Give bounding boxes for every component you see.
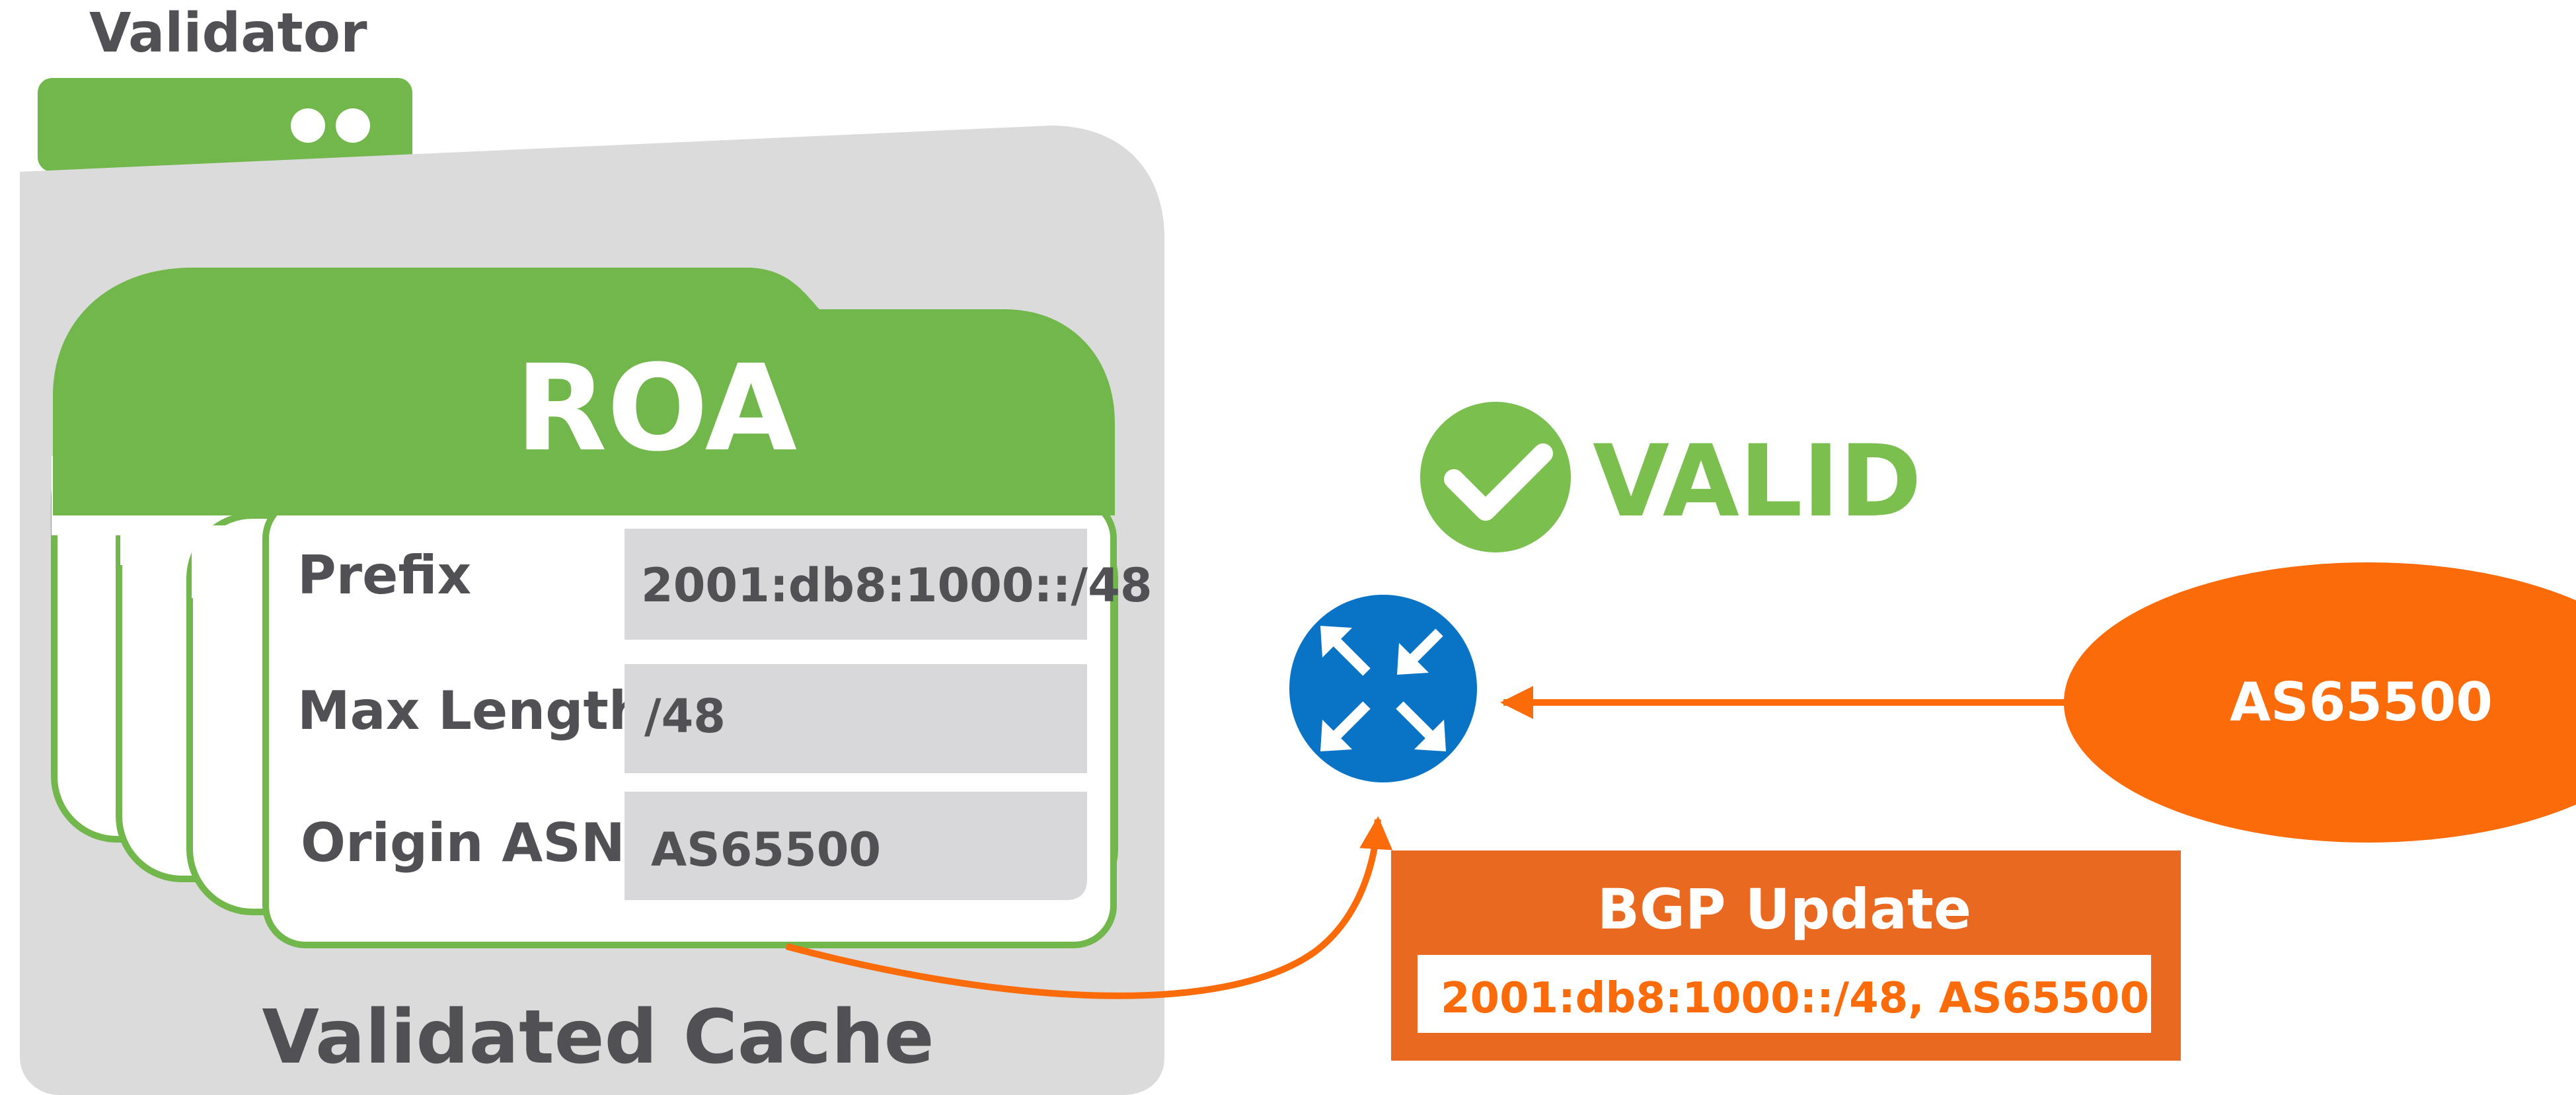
bgp-update-content-box <box>1418 955 2151 1033</box>
roa-value-box-max-length <box>625 664 1087 773</box>
checkmark-circle-icon <box>1420 402 1571 552</box>
bgp-update-title: BGP Update <box>1597 877 1971 942</box>
peer-as-label: AS65500 <box>2230 671 2493 733</box>
roa-value-max-length: /48 <box>644 689 726 743</box>
server-icon <box>38 78 412 172</box>
roa-value-box-prefix <box>625 529 1087 640</box>
roa-row-origin-asn: Origin ASN AS65500 <box>301 792 1087 900</box>
validator-title: Validator <box>89 2 367 65</box>
roa-value-prefix: 2001:db8:1000::/48 <box>641 558 1153 613</box>
roa-label-origin-asn: Origin ASN <box>301 812 625 874</box>
roa-row-prefix: Prefix 2001:db8:1000::/48 <box>297 529 1153 640</box>
roa-value-origin-asn: AS65500 <box>651 823 881 877</box>
roa-folder-tab <box>53 268 1115 515</box>
valid-status-text: VALID <box>1593 424 1922 539</box>
bgp-update-box <box>1391 850 2181 1061</box>
validated-cache-label: Validated Cache <box>262 995 934 1080</box>
roa-label-prefix: Prefix <box>297 545 471 606</box>
cache-to-router-arrow <box>785 816 1393 999</box>
peer-as-node <box>2064 562 2576 843</box>
roa-row-max-length: Max Length /48 <box>297 664 1087 773</box>
router-icon <box>1289 595 1477 782</box>
roa-title: ROA <box>515 340 797 478</box>
roa-label-max-length: Max Length <box>297 680 646 741</box>
bgp-update-content: 2001:db8:1000::/48, AS65500 <box>1441 974 2149 1023</box>
roa-value-box-origin-asn <box>625 792 1087 900</box>
